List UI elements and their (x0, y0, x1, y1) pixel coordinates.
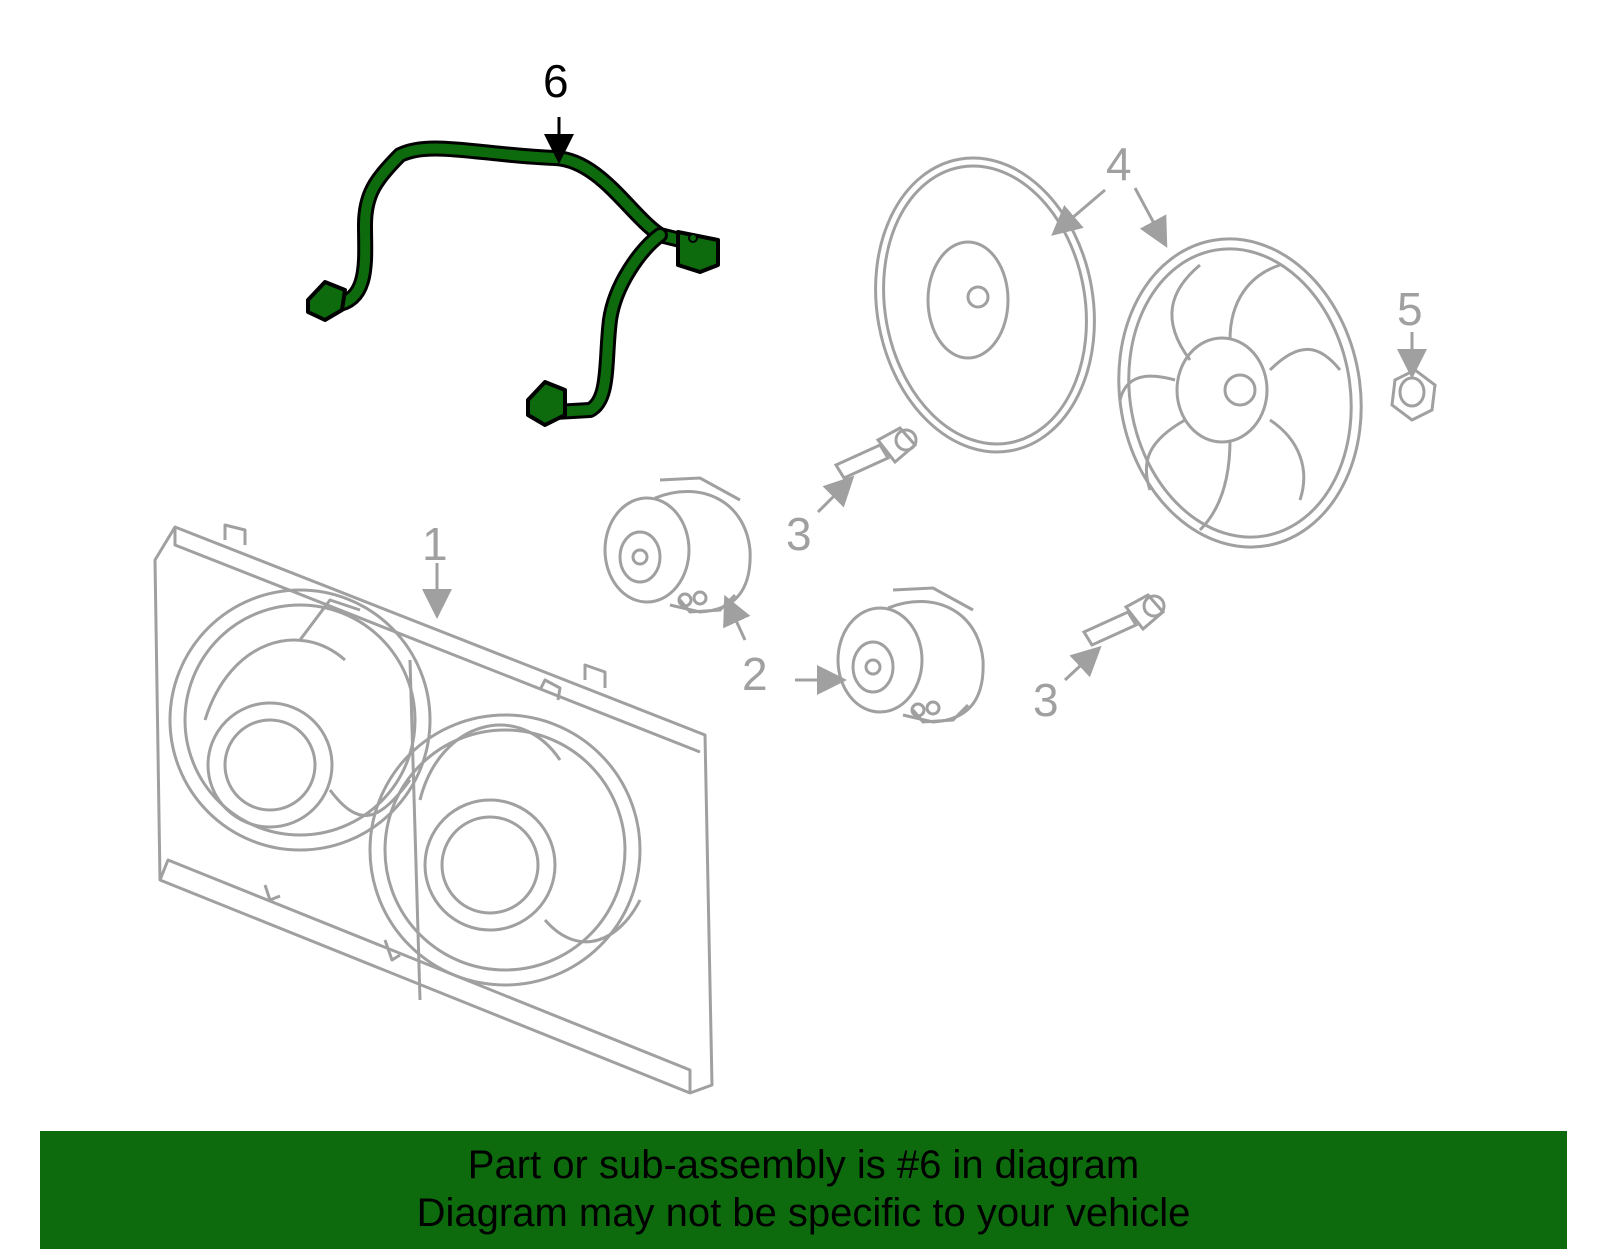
callout-5: 5 (1397, 283, 1423, 335)
fan-shroud-part-1 (153, 523, 714, 1095)
banner-line-2: Diagram may not be specific to your vehi… (416, 1191, 1191, 1235)
bolt-part-3-lower (1081, 593, 1166, 647)
info-banner: Part or sub-assembly is #6 in diagram Di… (40, 1131, 1567, 1249)
callout-3-lower: 3 (1033, 674, 1059, 726)
callout-3-upper: 3 (786, 508, 812, 560)
callout-6: 6 (543, 55, 569, 107)
fan-blade-part-4-right (1117, 237, 1363, 549)
fan-blade-part-4-left (874, 156, 1096, 454)
callout-1: 1 (422, 518, 448, 570)
fan-motor-part-2-upper (603, 476, 752, 614)
banner-line-1: Part or sub-assembly is #6 in diagram (467, 1143, 1140, 1187)
wiring-harness-part-6 (306, 140, 720, 427)
callout-2: 2 (742, 648, 768, 700)
fan-motor-part-2-lower (836, 586, 985, 724)
leader-lines (422, 117, 1427, 695)
bolt-part-3-upper (833, 426, 918, 480)
callout-4: 4 (1106, 138, 1132, 190)
nut-part-5 (1390, 368, 1437, 422)
